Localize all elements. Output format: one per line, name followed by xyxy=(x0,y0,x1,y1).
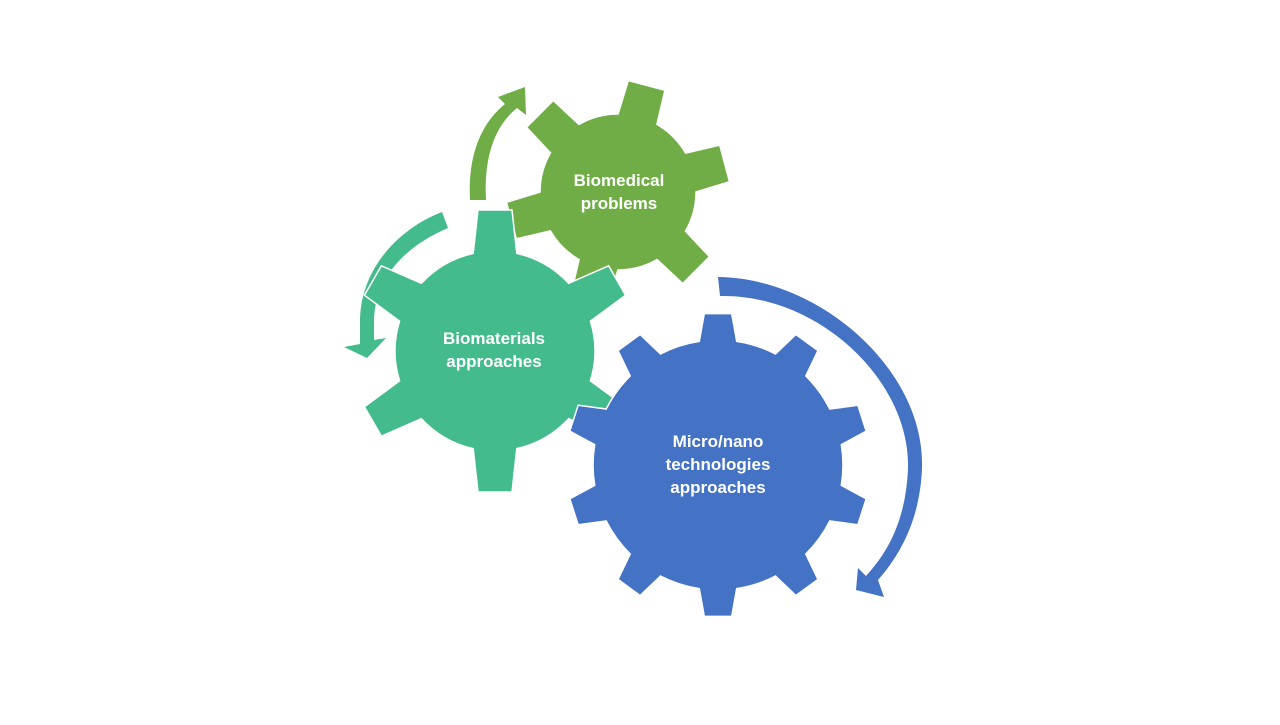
biomaterials-gear xyxy=(363,209,627,493)
biomaterials-label-line-2: approaches xyxy=(446,352,542,371)
micronano-gear-shape xyxy=(568,312,868,618)
biomedical-label: Biomedical problems xyxy=(548,168,690,216)
micronano-arrow xyxy=(718,277,923,597)
micronano-label-line-3: approaches xyxy=(670,477,766,497)
biomedical-gear xyxy=(505,79,731,305)
biomedical-arrow xyxy=(469,87,526,200)
micronano-label: Micro/nano technologies approaches xyxy=(638,428,798,500)
micronano-label-line-2: technologies xyxy=(665,454,771,474)
biomedical-gear-shape xyxy=(505,79,731,305)
biomedical-label-line-2: problems xyxy=(580,194,658,213)
biomaterials-label-line-1: Biomaterials xyxy=(442,329,546,348)
micronano-gear xyxy=(568,312,868,618)
biomaterials-label: Biomaterials approaches xyxy=(420,326,568,374)
biomedical-label-line-1: Biomedical xyxy=(573,171,665,190)
micronano-label-line-1: Micro/nano xyxy=(672,431,764,451)
biomaterials-gear-shape xyxy=(363,209,627,493)
biomaterials-arrow xyxy=(344,212,448,358)
